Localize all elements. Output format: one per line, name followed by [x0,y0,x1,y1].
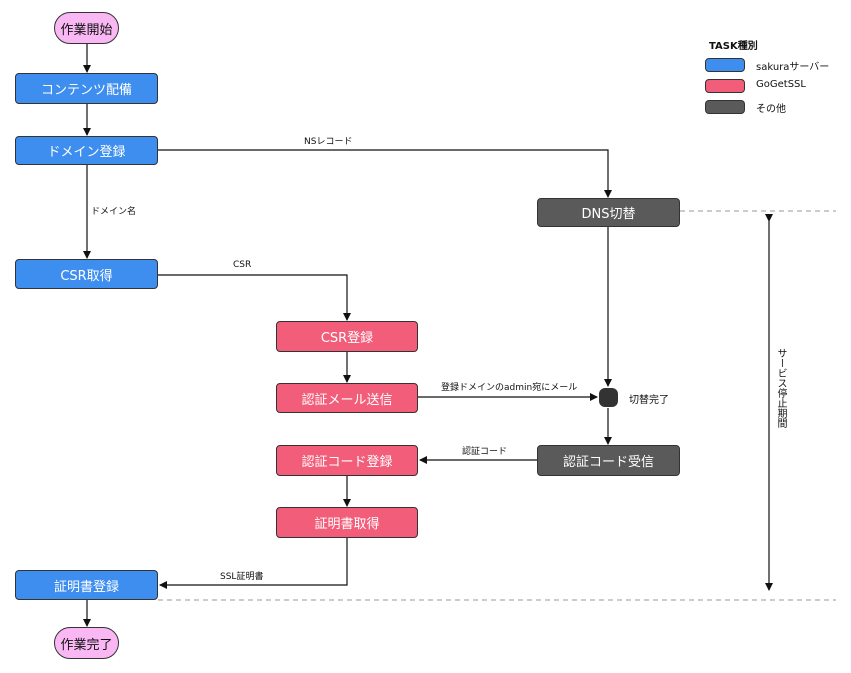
edge-csr-to-csrreg [158,274,351,321]
csr-get-node: CSR取得 [15,259,158,289]
legend-title: TASK種別 [709,41,758,52]
start-terminal: 作業開始 [54,12,119,44]
edge-label-ns-record: NSレコード [304,137,353,147]
legend-swatch-other [705,100,745,114]
legend-label-sakura: sakuraサーバー [756,62,830,73]
cert-get-node: 証明書取得 [276,507,418,538]
csr-register-node: CSR登録 [276,321,418,352]
auth-code-register-node: 認証コード登録 [276,445,418,476]
legend-swatch-sakura [705,58,745,72]
edge-label-ssl-cert: SSL証明書 [220,572,264,582]
dns-switch-node: DNS切替 [537,198,680,227]
auth-code-receive-node: 認証コード受信 [537,445,680,476]
switch-complete-label: 切替完了 [629,395,669,406]
legend-label-other: その他 [756,104,786,115]
legend-label-gogetssl: GoGetSSL [756,79,806,90]
edge-label-auth-code: 認証コード [462,447,508,457]
edge-label-admin-mail: 登録ドメインのadmin宛にメール [441,383,578,393]
cert-register-node: 証明書登録 [15,570,158,600]
edge-label-csr: CSR [233,260,252,270]
content-deploy-node: コンテンツ配備 [15,73,158,104]
switch-complete-node [599,388,618,407]
domain-register-node: ドメイン登録 [15,136,158,165]
edge-label-domain-name: ドメイン名 [91,207,137,217]
end-terminal: 作業完了 [54,627,119,659]
auth-mail-node: 認証メール送信 [276,383,418,413]
edge-domain-to-dns [158,149,612,198]
downtime-period-label: サービス停止期間 [775,348,786,428]
legend-swatch-gogetssl [705,79,745,93]
edge-certget-to-certregister [159,538,348,589]
